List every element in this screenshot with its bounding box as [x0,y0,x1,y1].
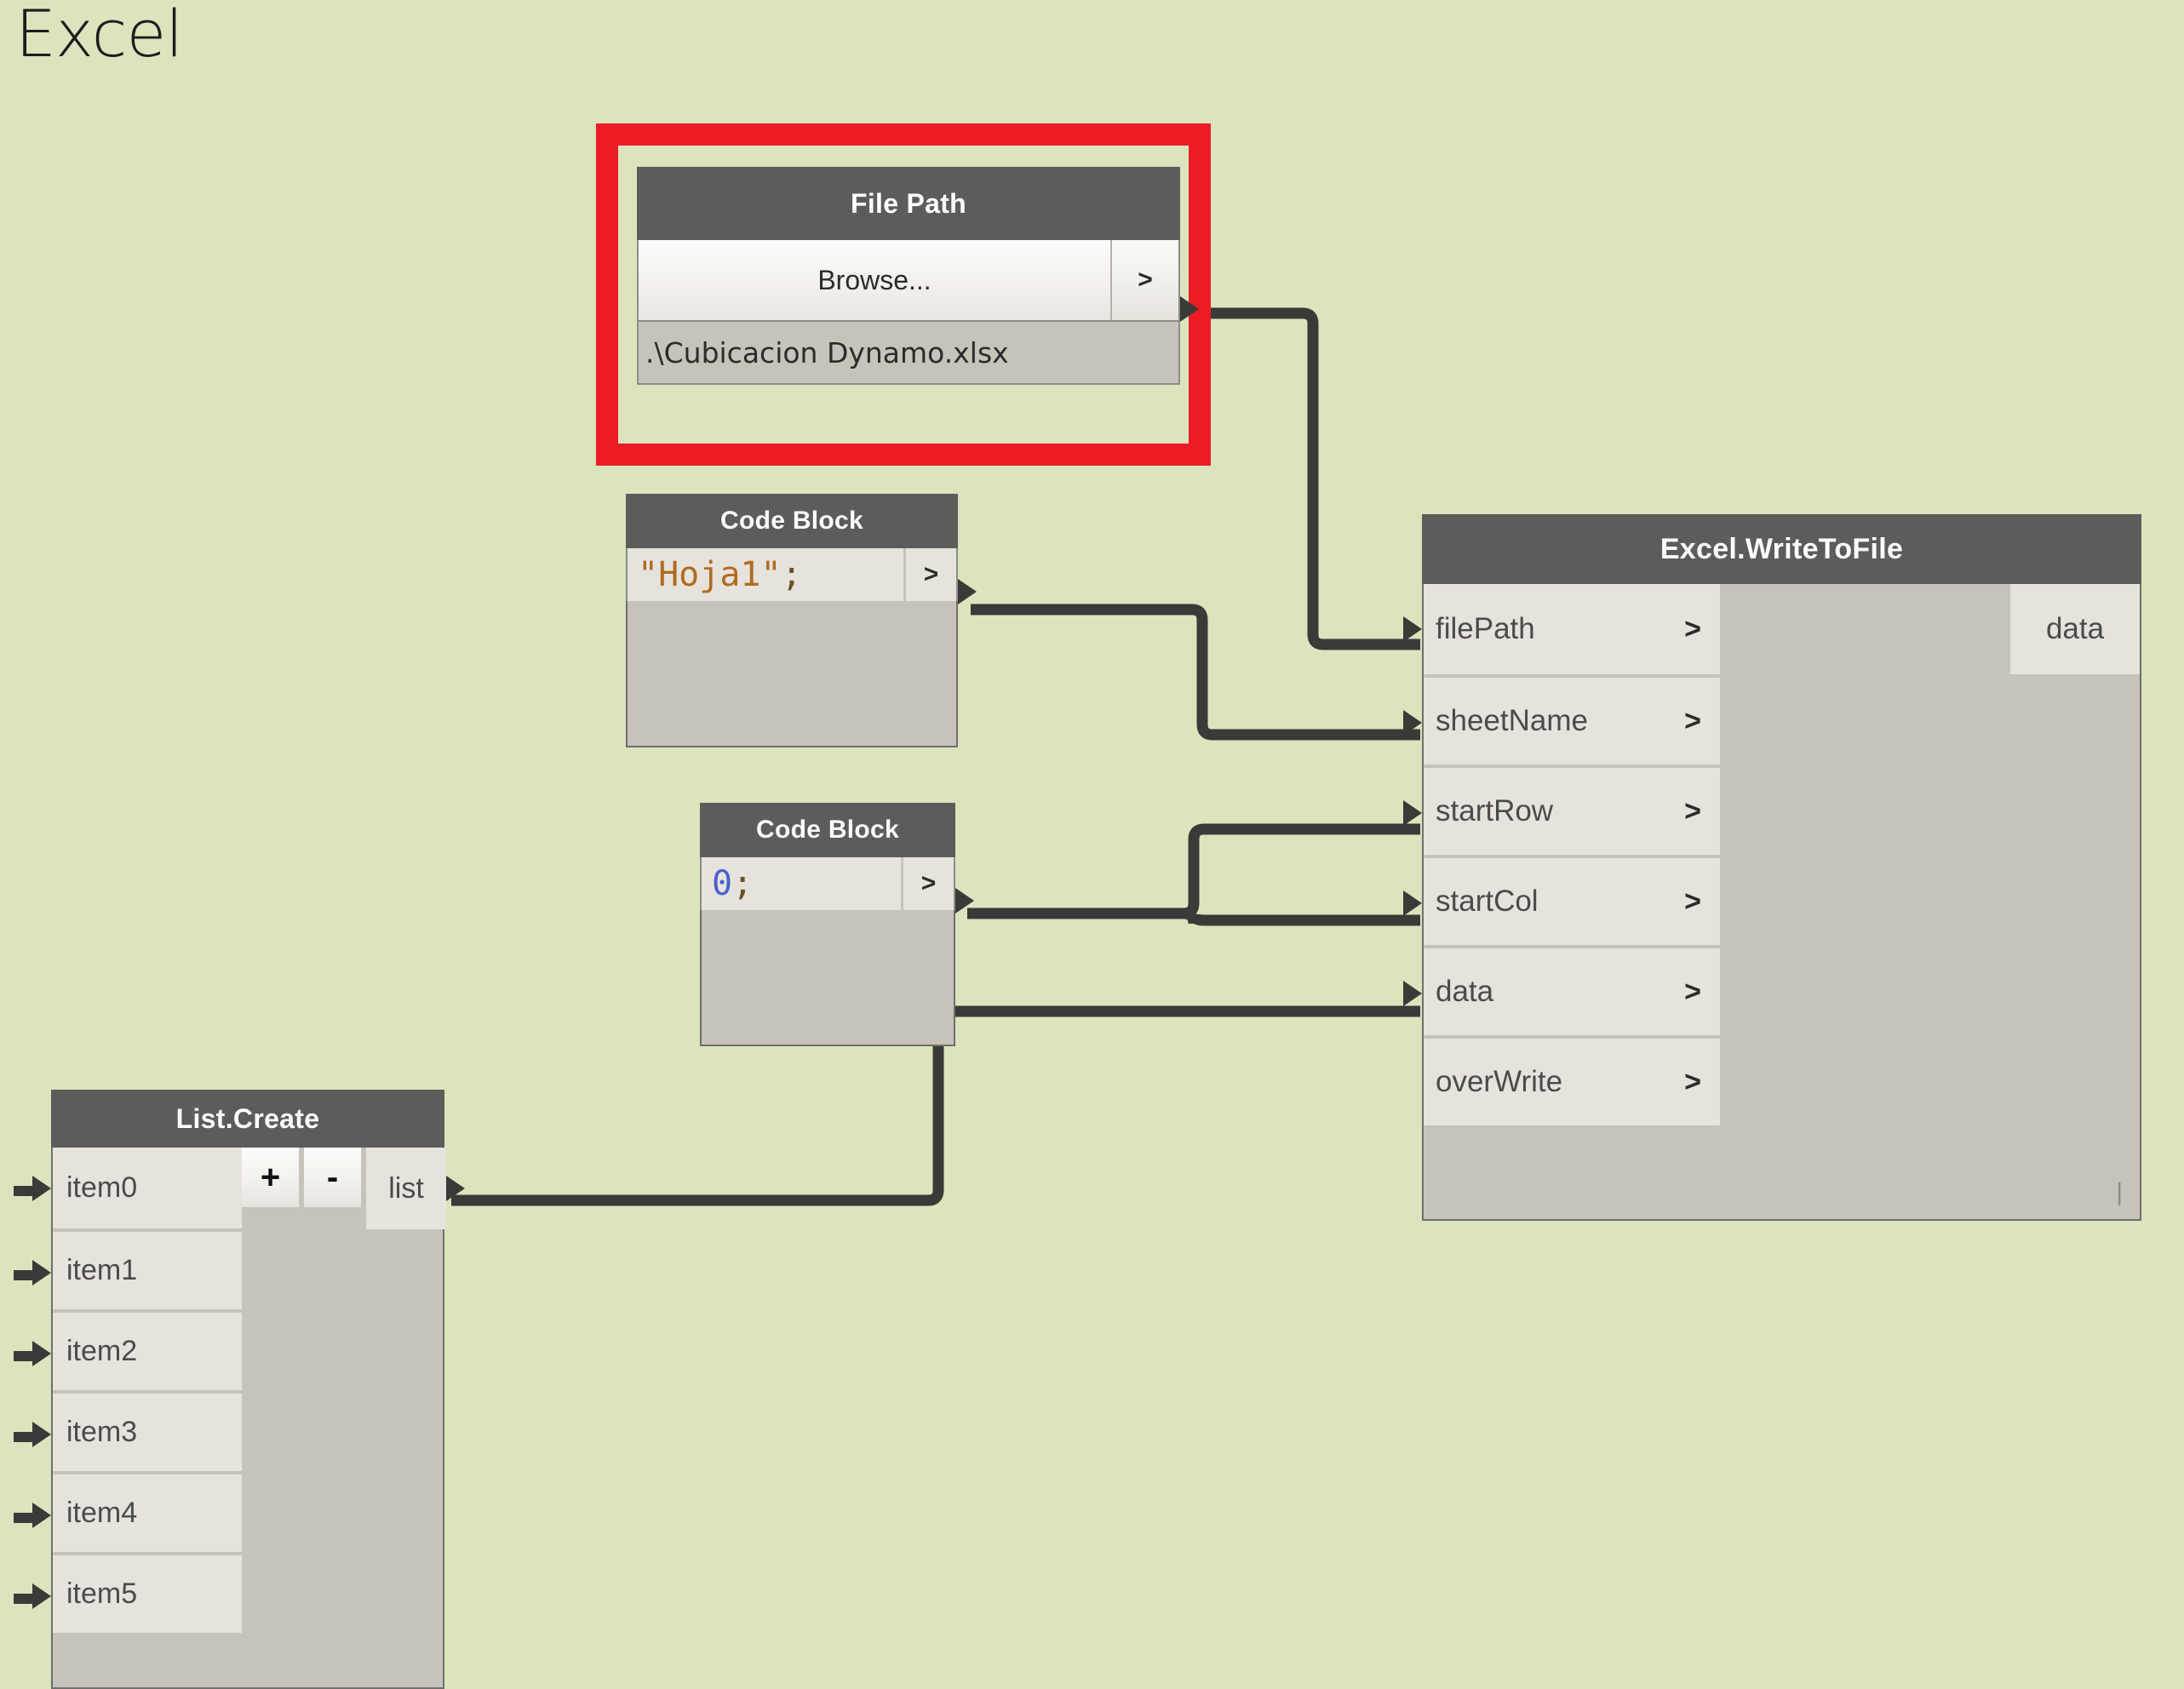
excel-input-startCol[interactable]: startCol > [1403,855,1720,945]
code-terminator: ; [781,555,802,594]
code-block-code[interactable]: "Hoja1"; [628,548,903,601]
excel-input-port-filePath[interactable] [1403,616,1422,642]
chevron-right-icon[interactable]: > [1684,1065,1701,1098]
list-input-port-item0[interactable] [32,1176,51,1201]
wire-sheetname [971,604,1420,741]
excel-input-list: filePath > sheetName > startRow > startC… [1403,584,1720,1125]
input-label: item1 [66,1254,138,1286]
node-resize-handle[interactable]: | [2116,1178,2123,1206]
input-label: startRow [1436,794,1554,827]
excel-input-overWrite[interactable]: overWrite > [1424,1035,1720,1125]
input-label: sheetName [1436,704,1588,737]
file-path-output-chevron-icon[interactable]: > [1112,240,1178,320]
input-label: item0 [66,1171,138,1204]
list-item-row-1[interactable]: item1 [14,1228,242,1309]
node-code-block-title: Code Block [626,494,958,548]
list-input-stub-item3 [14,1432,34,1442]
list-input-stub-item2 [14,1351,34,1361]
chevron-right-icon[interactable]: > [1684,975,1701,1008]
node-list-create-body: item0 item1 item2 item3 [14,1148,465,1689]
input-label: item5 [66,1577,138,1610]
chevron-right-icon[interactable]: > [1684,794,1701,827]
list-input-stub-item4 [14,1513,34,1523]
code-block-1-output-port[interactable] [958,579,977,604]
input-label: filePath [1436,612,1535,645]
list-item-row-3[interactable]: item3 [14,1390,242,1471]
remove-item-button[interactable]: - [304,1148,364,1207]
list-input-port-item4[interactable] [32,1503,51,1528]
code-block-editor-row[interactable]: "Hoja1"; > [626,548,958,601]
code-string-literal: "Hoja1" [638,555,782,594]
excel-input-port-data[interactable] [1403,981,1422,1006]
node-file-path[interactable]: File Path Browse... > .\Cubicacion Dynam… [637,167,1199,385]
code-block-filler [626,601,958,747]
file-path-value: .\Cubicacion Dynamo.xlsx [637,322,1180,385]
file-path-browse-row[interactable]: Browse... > [637,240,1180,322]
list-input-stub-item1 [14,1270,34,1280]
list-item-row-5[interactable]: item5 [14,1552,242,1633]
input-label: data [1436,975,1494,1008]
list-input-port-item3[interactable] [32,1422,51,1447]
list-create-item-list: item0 item1 item2 item3 [14,1148,242,1633]
code-block-filler [700,910,955,1046]
chevron-right-icon[interactable]: > [1684,704,1701,737]
code-number-literal: 0 [712,864,733,903]
add-item-button[interactable]: + [242,1148,301,1207]
node-excel-write-to-file-title: Excel.WriteToFile [1422,514,2141,584]
excel-output-data[interactable]: data [2010,584,2140,674]
list-create-output-port[interactable] [446,1176,465,1201]
code-block-output-chevron-icon[interactable]: > [903,548,956,601]
chevron-right-icon[interactable]: > [1684,612,1701,645]
list-create-output-list[interactable]: list [366,1148,446,1229]
code-block-2-output-port[interactable] [955,888,974,913]
code-block-editor-row[interactable]: 0; > [700,857,955,910]
node-code-block-zero[interactable]: Code Block 0; > [700,803,974,1046]
list-input-stub-item0 [14,1186,34,1196]
excel-input-startRow[interactable]: startRow > [1403,764,1720,855]
browse-button[interactable]: Browse... [639,240,1112,320]
excel-input-port-startCol[interactable] [1403,890,1422,916]
code-block-code[interactable]: 0; [702,857,901,910]
wire-filepath [1192,307,1420,650]
input-label: item4 [66,1497,138,1529]
node-code-block-hoja1[interactable]: Code Block "Hoja1"; > [626,494,977,747]
file-path-output-port[interactable] [1180,296,1199,322]
list-item-row-4[interactable]: item4 [14,1471,242,1552]
group-title: Excel [15,0,183,72]
list-input-stub-item5 [14,1594,34,1604]
input-label: item3 [66,1416,138,1448]
node-list-create[interactable]: List.Create item0 item1 item2 [14,1090,465,1689]
wire-startrow [967,823,1420,919]
code-block-output-chevron-icon[interactable]: > [901,857,954,910]
node-excel-write-to-file-body: filePath > sheetName > startRow > startC… [1403,584,2141,1221]
wire-startcol [967,907,1420,926]
excel-input-sheetName[interactable]: sheetName > [1403,674,1720,764]
chevron-right-icon[interactable]: > [1684,885,1701,918]
excel-input-data[interactable]: data > [1403,945,1720,1035]
input-label: startCol [1436,885,1539,918]
excel-input-port-sheetName[interactable] [1403,710,1422,736]
input-label: overWrite [1436,1065,1563,1098]
node-code-block-title: Code Block [700,803,955,857]
excel-input-filePath[interactable]: filePath > [1403,584,1720,674]
node-list-create-title: List.Create [51,1090,444,1148]
list-input-port-item1[interactable] [32,1260,51,1285]
list-item-row-2[interactable]: item2 [14,1309,242,1390]
list-input-port-item2[interactable] [32,1341,51,1366]
list-input-port-item5[interactable] [32,1583,51,1609]
code-terminator: ; [732,864,754,903]
node-excel-write-to-file[interactable]: Excel.WriteToFile filePath > sheetName >… [1403,514,2141,1221]
node-file-path-title: File Path [637,167,1180,240]
excel-input-port-startRow[interactable] [1403,800,1422,826]
list-item-row-0[interactable]: item0 [14,1148,242,1228]
file-path-highlight-box [596,123,1211,466]
input-label: item2 [66,1335,138,1367]
